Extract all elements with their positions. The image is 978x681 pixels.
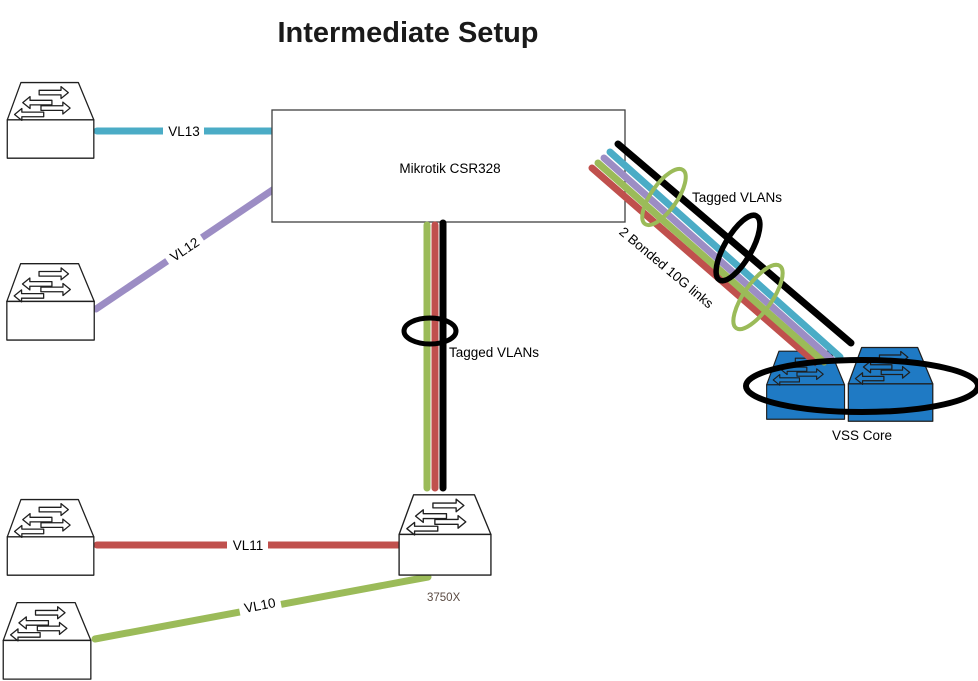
access-switch-label: 3750X	[427, 592, 461, 604]
bundle-loop-black	[713, 212, 763, 284]
vl13-label-group: VL13	[163, 123, 204, 139]
trunk-mid-label: Tagged VLANs	[449, 345, 539, 360]
vl11-label-group: VL11	[227, 537, 268, 553]
bundle-loop-green-1	[640, 166, 688, 228]
vl11-label: VL11	[233, 538, 264, 553]
trunk-right-line-black	[614, 140, 855, 347]
edge-switch-icon-vl11	[6, 498, 95, 576]
trunk-right-line-red	[588, 164, 819, 366]
edge-switch-icon-vl13	[6, 81, 95, 159]
bundle-loop-green-2	[731, 262, 785, 332]
router-label: Mikrotik CSR328	[399, 161, 500, 176]
router-box	[271, 109, 626, 223]
edge-switch-icon-vl12	[6, 263, 95, 341]
trunk-right-label: Tagged VLANs	[692, 190, 782, 205]
vl10-label-group: VL10	[237, 591, 283, 618]
vl13-label: VL13	[168, 124, 200, 139]
access-switch-icon-3750x	[398, 494, 492, 576]
diagram-title: Intermediate Setup	[277, 17, 538, 49]
trunk-right-line-teal	[606, 148, 844, 361]
edge-switch-icon-vl10	[2, 601, 92, 680]
vl10-label: VL10	[243, 595, 277, 616]
trunk-right-line-green	[594, 159, 828, 366]
vss-core-label: VSS Core	[832, 428, 892, 443]
trunk-mid-loop	[401, 315, 459, 347]
vss-loop	[743, 357, 978, 415]
